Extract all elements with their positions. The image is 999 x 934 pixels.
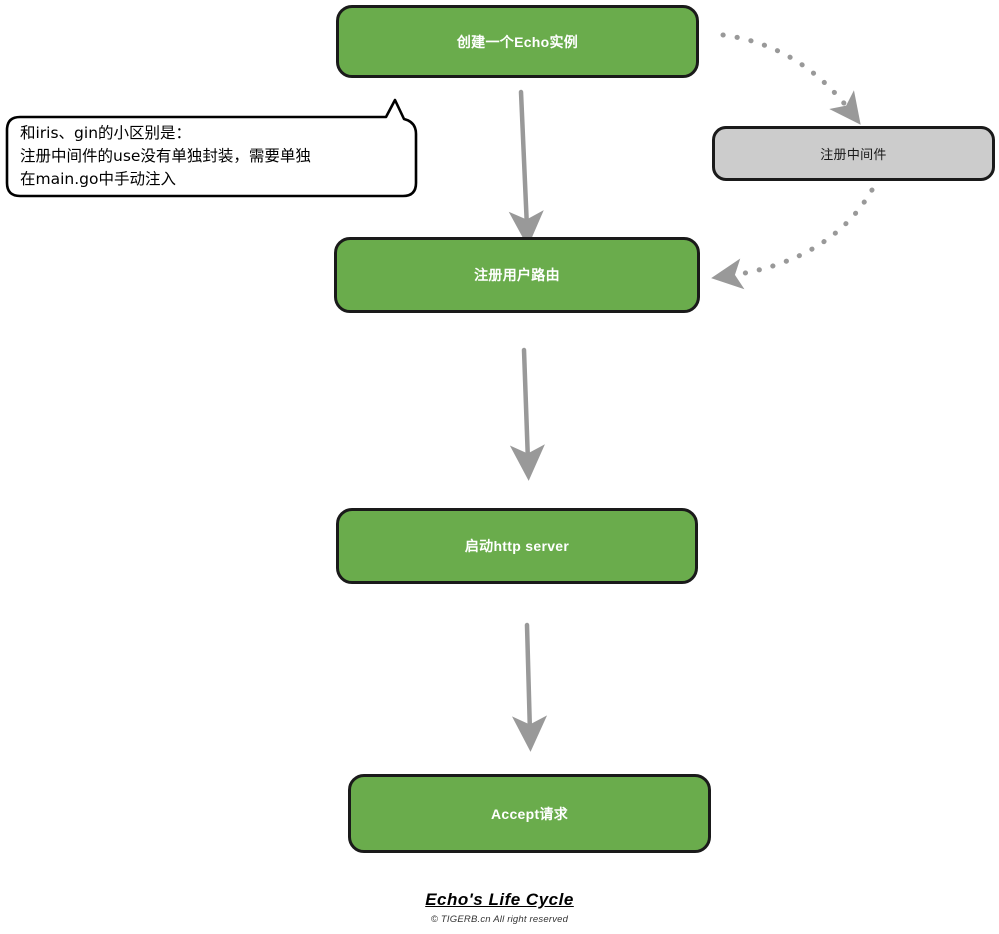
callout-note: 和iris、gin的小区别是： 注册中间件的use没有单独封装，需要单独 在ma…: [6, 112, 416, 197]
node-register-middleware-label: 注册中间件: [820, 147, 887, 162]
node-accept-request[interactable]: Accept请求: [348, 774, 711, 853]
diagram-title: Echo's Life Cycle: [425, 890, 574, 909]
edge-create-echo-to-register-mw: [720, 32, 861, 125]
node-accept-request-label: Accept请求: [490, 805, 569, 822]
callout-balloon: [5, 98, 418, 198]
edge-create-echo-to-register-route: [508, 89, 544, 247]
edge-register-mw-to-register-route: [711, 187, 875, 290]
node-create-echo[interactable]: 创建一个Echo实例: [336, 5, 699, 78]
node-register-user-route-label: 注册用户路由: [474, 267, 560, 283]
callout-note-text: 和iris、gin的小区别是： 注册中间件的use没有单独封装，需要单独 在ma…: [20, 124, 311, 188]
node-start-http-server[interactable]: 启动http server: [336, 508, 698, 584]
node-register-middleware[interactable]: 注册中间件: [712, 126, 995, 181]
edge-start-http-to-accept-req: [511, 622, 548, 752]
edge-register-route-to-start-http: [509, 347, 545, 481]
node-create-echo-label: 创建一个Echo实例: [456, 33, 579, 50]
node-start-http-server-label: 启动http server: [464, 538, 570, 554]
diagram-copyright: © TIGERB.cn All right reserved: [430, 914, 569, 925]
node-register-user-route[interactable]: 注册用户路由: [334, 237, 700, 313]
diagram-footer: Echo's Life Cycle © TIGERB.cn All right …: [0, 890, 999, 925]
